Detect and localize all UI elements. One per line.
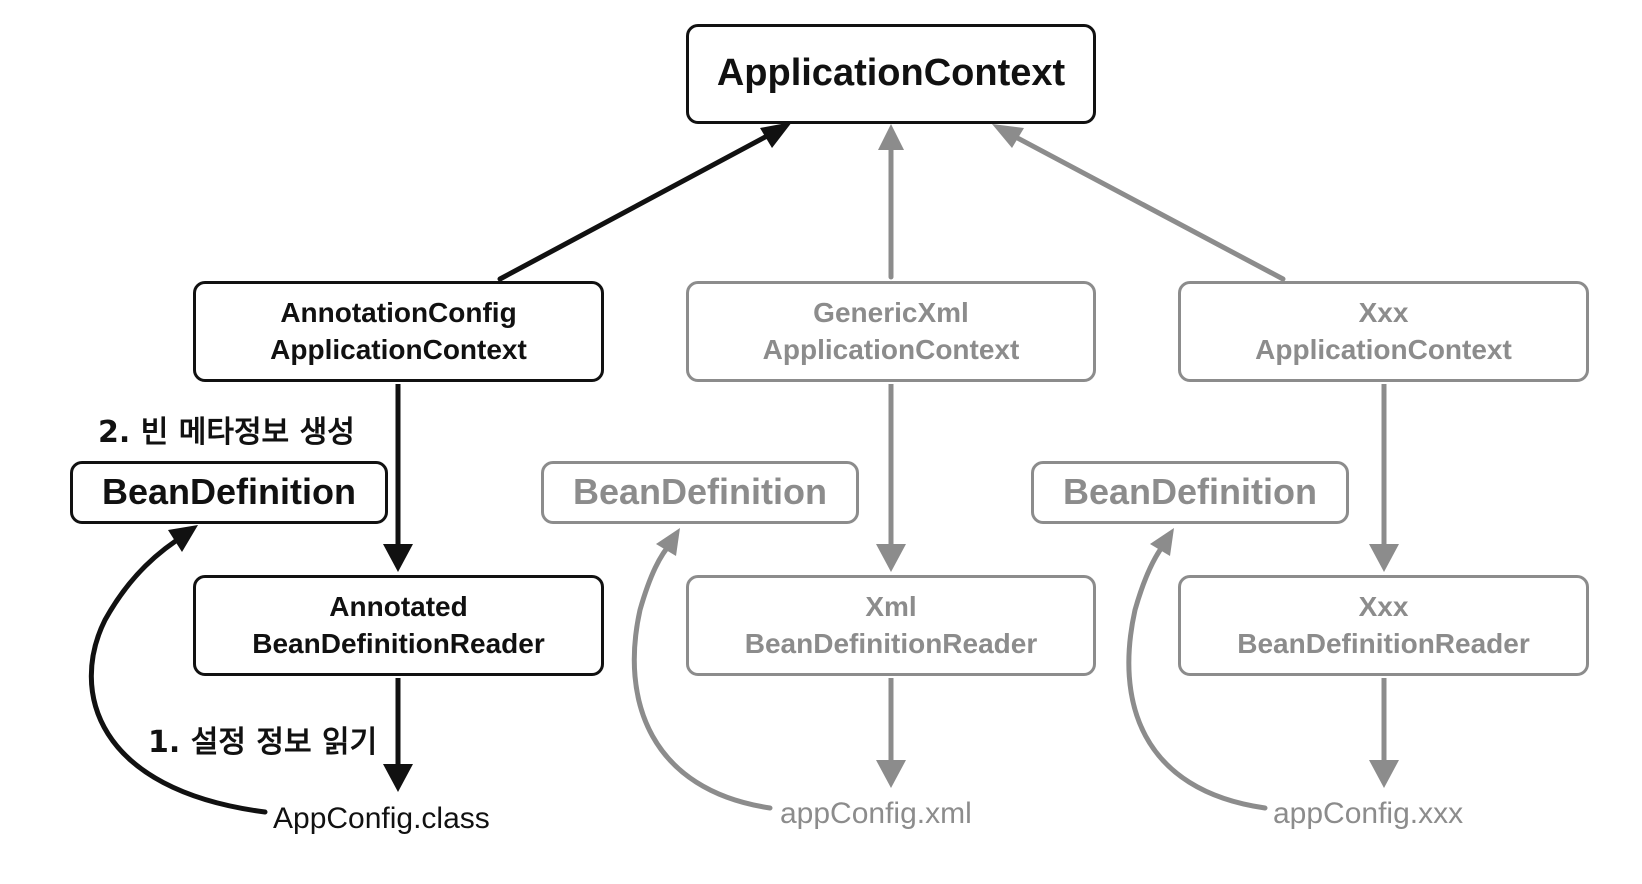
xxx-context-box: Xxx ApplicationContext [1178, 281, 1589, 382]
generic-xml-context-box: GenericXml ApplicationContext [686, 281, 1096, 382]
annotated-reader-box: Annotated BeanDefinitionReader [193, 575, 604, 676]
annotated-reader-line-1: Annotated [329, 591, 468, 623]
bean-definition-label-xml: BeanDefinition [572, 471, 827, 513]
xml-reader-box: Xml BeanDefinitionReader [686, 575, 1096, 676]
application-context-title: ApplicationContext [716, 52, 1066, 95]
context-to-reader-arrow-annotation [383, 384, 413, 572]
reader-to-source-arrow-annotation [383, 678, 413, 792]
bean-definition-box-xml: BeanDefinition [541, 461, 859, 524]
context-to-reader-arrow-xxx [1369, 384, 1399, 572]
reader-to-source-arrow-xxx [1369, 678, 1399, 788]
source-to-definition-arrow-xml [631, 528, 773, 811]
annotation-config-context-line-2: ApplicationContext [270, 333, 527, 365]
xml-reader-line-2: BeanDefinitionReader [744, 627, 1038, 659]
source-file-xxx: appConfig.xxx [1273, 797, 1464, 830]
xxx-context-line-1: Xxx [1358, 297, 1409, 329]
xxx-context-line-2: ApplicationContext [1255, 333, 1512, 365]
inheritance-arrow-xxx [992, 124, 1286, 282]
source-to-definition-arrow-xxx [1126, 528, 1268, 811]
bean-definition-box-xxx: BeanDefinition [1031, 461, 1349, 524]
annotation-config-context-line-1: AnnotationConfig [280, 297, 517, 329]
bean-definition-box-annotation: BeanDefinition [70, 461, 388, 524]
step-create-metadata-label: 2. 빈 메타정보 생성 [98, 415, 355, 450]
application-context-box: ApplicationContext [686, 24, 1096, 124]
inheritance-arrow-annotation [497, 122, 792, 282]
step-read-config-label: 1. 설정 정보 읽기 [148, 725, 378, 760]
xxx-reader-line-2: BeanDefinitionReader [1237, 627, 1530, 659]
context-to-reader-arrow-xml [876, 384, 906, 572]
generic-xml-context-line-2: ApplicationContext [762, 333, 1020, 365]
xxx-reader-box: Xxx BeanDefinitionReader [1178, 575, 1589, 676]
source-file-xml: appConfig.xml [780, 797, 972, 830]
annotation-config-context-box: AnnotationConfig ApplicationContext [193, 281, 604, 382]
source-to-definition-arrow-annotation [88, 525, 268, 815]
inheritance-arrow-xml [878, 124, 904, 280]
generic-xml-context-line-1: GenericXml [813, 297, 969, 329]
source-file-annotation: AppConfig.class [273, 802, 490, 835]
bean-definition-label-xxx: BeanDefinition [1062, 471, 1317, 513]
bean-definition-label-annotation: BeanDefinition [101, 471, 356, 513]
reader-to-source-arrow-xml [876, 678, 906, 788]
xxx-reader-line-1: Xxx [1358, 591, 1409, 623]
xml-reader-line-1: Xml [865, 591, 917, 623]
annotated-reader-line-2: BeanDefinitionReader [252, 627, 545, 659]
